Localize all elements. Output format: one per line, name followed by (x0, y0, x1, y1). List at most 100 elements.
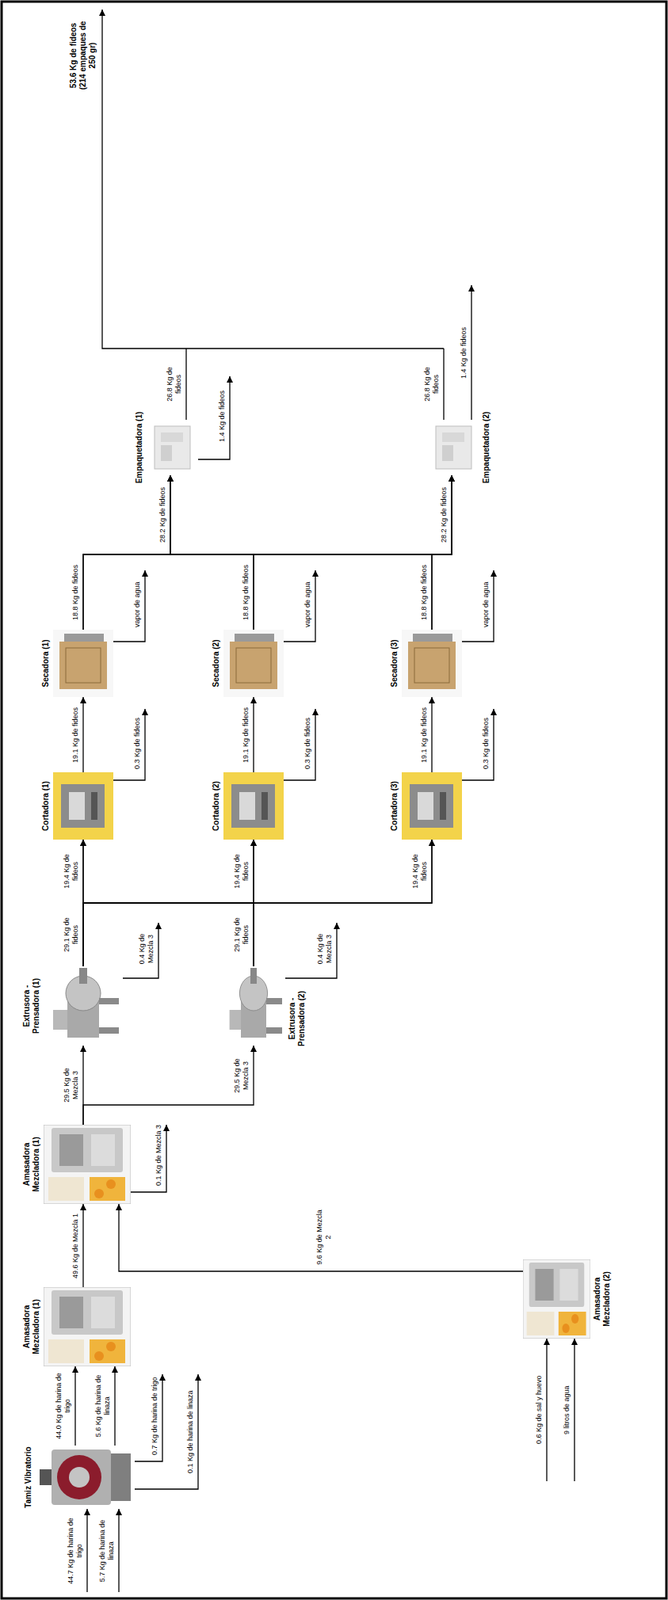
flow-label: 9 litros de agua (562, 1385, 572, 1436)
machine-title: Secadora (1) (41, 624, 51, 704)
machine-title-block: Amasadora Mezcladora (1) (22, 1287, 42, 1367)
flow-connector (431, 475, 452, 630)
edge-label: 18.8 Kg de fideos (241, 564, 251, 622)
machine-illustration (154, 426, 191, 470)
output-line (185, 348, 187, 420)
output-line (442, 348, 444, 420)
machine-node: Tamiz Vibratorio (35, 1446, 135, 1510)
flow-label: 0.3 Kg de fideos (303, 717, 313, 771)
machine-node: Secadora (1) (53, 629, 114, 698)
flow-label: 5.7 Kg de harina de linaza (98, 1511, 116, 1592)
edge-label: 28.2 Kg de fideos (158, 486, 168, 544)
flow-label: 0.6 Kg de sal y huevo (534, 1374, 544, 1446)
machine-title-block: Empaquetadora (2) (481, 404, 492, 492)
flow-label: vapor de agua (303, 580, 313, 629)
flow-label: 0.3 Kg de fideos (133, 717, 142, 771)
flow-connector (170, 475, 432, 630)
flow-label: 0.7 Kg de harina de trigo (150, 1376, 160, 1457)
machine-illustration (53, 629, 114, 698)
machine-illustration (401, 629, 462, 698)
machine-title: Empaquetadora (1) (134, 404, 145, 492)
machine-illustration (223, 629, 284, 698)
machine-title-block: Cortadora (3) (389, 767, 400, 847)
machine-node: Cortadora (2) (223, 772, 284, 840)
flow-label: vapor de agua (133, 580, 142, 629)
machine-title-block: Secadora (1) (41, 624, 51, 704)
flow-connector (74, 1366, 76, 1447)
machine-title: Extrusora - Prensadora (1) (22, 966, 42, 1046)
flow-connector (83, 839, 254, 967)
machine-node: Empaquetadora (1) (146, 419, 199, 476)
flow-label: 0.4 Kg de Mezcla 3 (137, 923, 156, 976)
flow-connector (82, 1204, 84, 1288)
machine-title: Cortadora (2) (211, 767, 222, 847)
flow-connector (82, 839, 84, 967)
flow-label: 53.6 Kg de fideos (214 empaques de 250 g… (68, 13, 98, 98)
machine-illustration (43, 1125, 131, 1205)
vapor-arrow (461, 570, 494, 642)
machine-title-block: Amasadora Mezcladora (1) (22, 1125, 42, 1205)
machine-title: Amasadora Mezcladora (1) (22, 1287, 42, 1367)
waste-arrow (122, 923, 159, 979)
input-arrow (573, 1339, 575, 1482)
edge-label: 19.4 Kg de fideos (411, 843, 429, 901)
waste-arrow (283, 709, 316, 781)
waste-arrow (198, 376, 230, 460)
machine-illustration (43, 1287, 131, 1367)
machine-illustration (53, 968, 119, 1039)
edge-label: 19.1 Kg de fideos (241, 706, 251, 764)
machine-illustration (39, 1450, 131, 1506)
input-arrow (86, 1509, 88, 1593)
flow-label: 0.1 Kg de harina de linaza (186, 1389, 195, 1475)
edge-label: 19.4 Kg de fideos (62, 843, 81, 901)
machine-illustration (522, 1259, 591, 1340)
flow-connector (83, 839, 432, 967)
machine-title: Amasadora Mezcladora (1) (22, 1125, 42, 1205)
machine-title-block: Extrusora - Prensadora (2) (287, 984, 307, 1054)
flow-label: 0.3 Kg de fideos (481, 717, 491, 771)
machine-title: Amasadora Mezcladora (2) (592, 1255, 612, 1344)
machine-title-block: Amasadora Mezcladora (2) (592, 1255, 612, 1344)
machine-node: Empaquetadora (2) (427, 419, 480, 476)
vapor-arrow (283, 570, 316, 642)
flow-connector (82, 1045, 84, 1126)
flow-connector (170, 475, 254, 630)
machine-title: Extrusora - Prensadora (2) (287, 984, 307, 1054)
waste-arrow (134, 1374, 199, 1490)
flow-connector (83, 1045, 254, 1126)
machine-title-block: Cortadora (2) (211, 767, 222, 847)
flow-connector (82, 697, 84, 773)
edge-label: 19.1 Kg de fideos (71, 706, 81, 764)
flow-label: 1.4 Kg de fideos (459, 326, 469, 380)
flow-connector (83, 475, 171, 630)
machine-illustration (229, 968, 283, 1039)
machine-title: Cortadora (3) (389, 767, 400, 847)
edge-label: 9.6 Kg de Mezcla 2 (315, 1209, 333, 1267)
waste-arrow (134, 1374, 163, 1462)
flow-label: 0.1 Kg de Mezcla 3 (154, 1124, 164, 1188)
waste-arrow (470, 285, 472, 420)
machine-node: Amasadora Mezcladora (2) (522, 1259, 591, 1340)
machine-title-block: Secadora (3) (389, 624, 400, 704)
machine-title: Secadora (2) (211, 624, 222, 704)
edge-label: 28.2 Kg de fideos (439, 486, 449, 544)
edge-label: 5.6 Kg de harina de linaza (94, 1369, 112, 1444)
edge-label: 29.1 Kg de fideos (62, 906, 81, 964)
machine-title: Secadora (3) (389, 624, 400, 704)
edge-label: 49.6 Kg de Mezcla 1 (71, 1213, 81, 1280)
flow-label: 0.4 Kg de Mezcla 3 (316, 923, 334, 976)
machine-title-block: Secadora (2) (211, 624, 222, 704)
machine-title-block: Extrusora - Prensadora (1) (22, 966, 42, 1046)
waste-arrow (461, 709, 494, 781)
waste-arrow (113, 709, 146, 781)
flow-connector (252, 839, 254, 967)
flow-connector (83, 475, 452, 630)
input-arrow (118, 1509, 119, 1593)
vapor-arrow (113, 570, 146, 642)
flow-connector (252, 697, 254, 773)
edge-label: 19.4 Kg de fideos (232, 843, 251, 901)
